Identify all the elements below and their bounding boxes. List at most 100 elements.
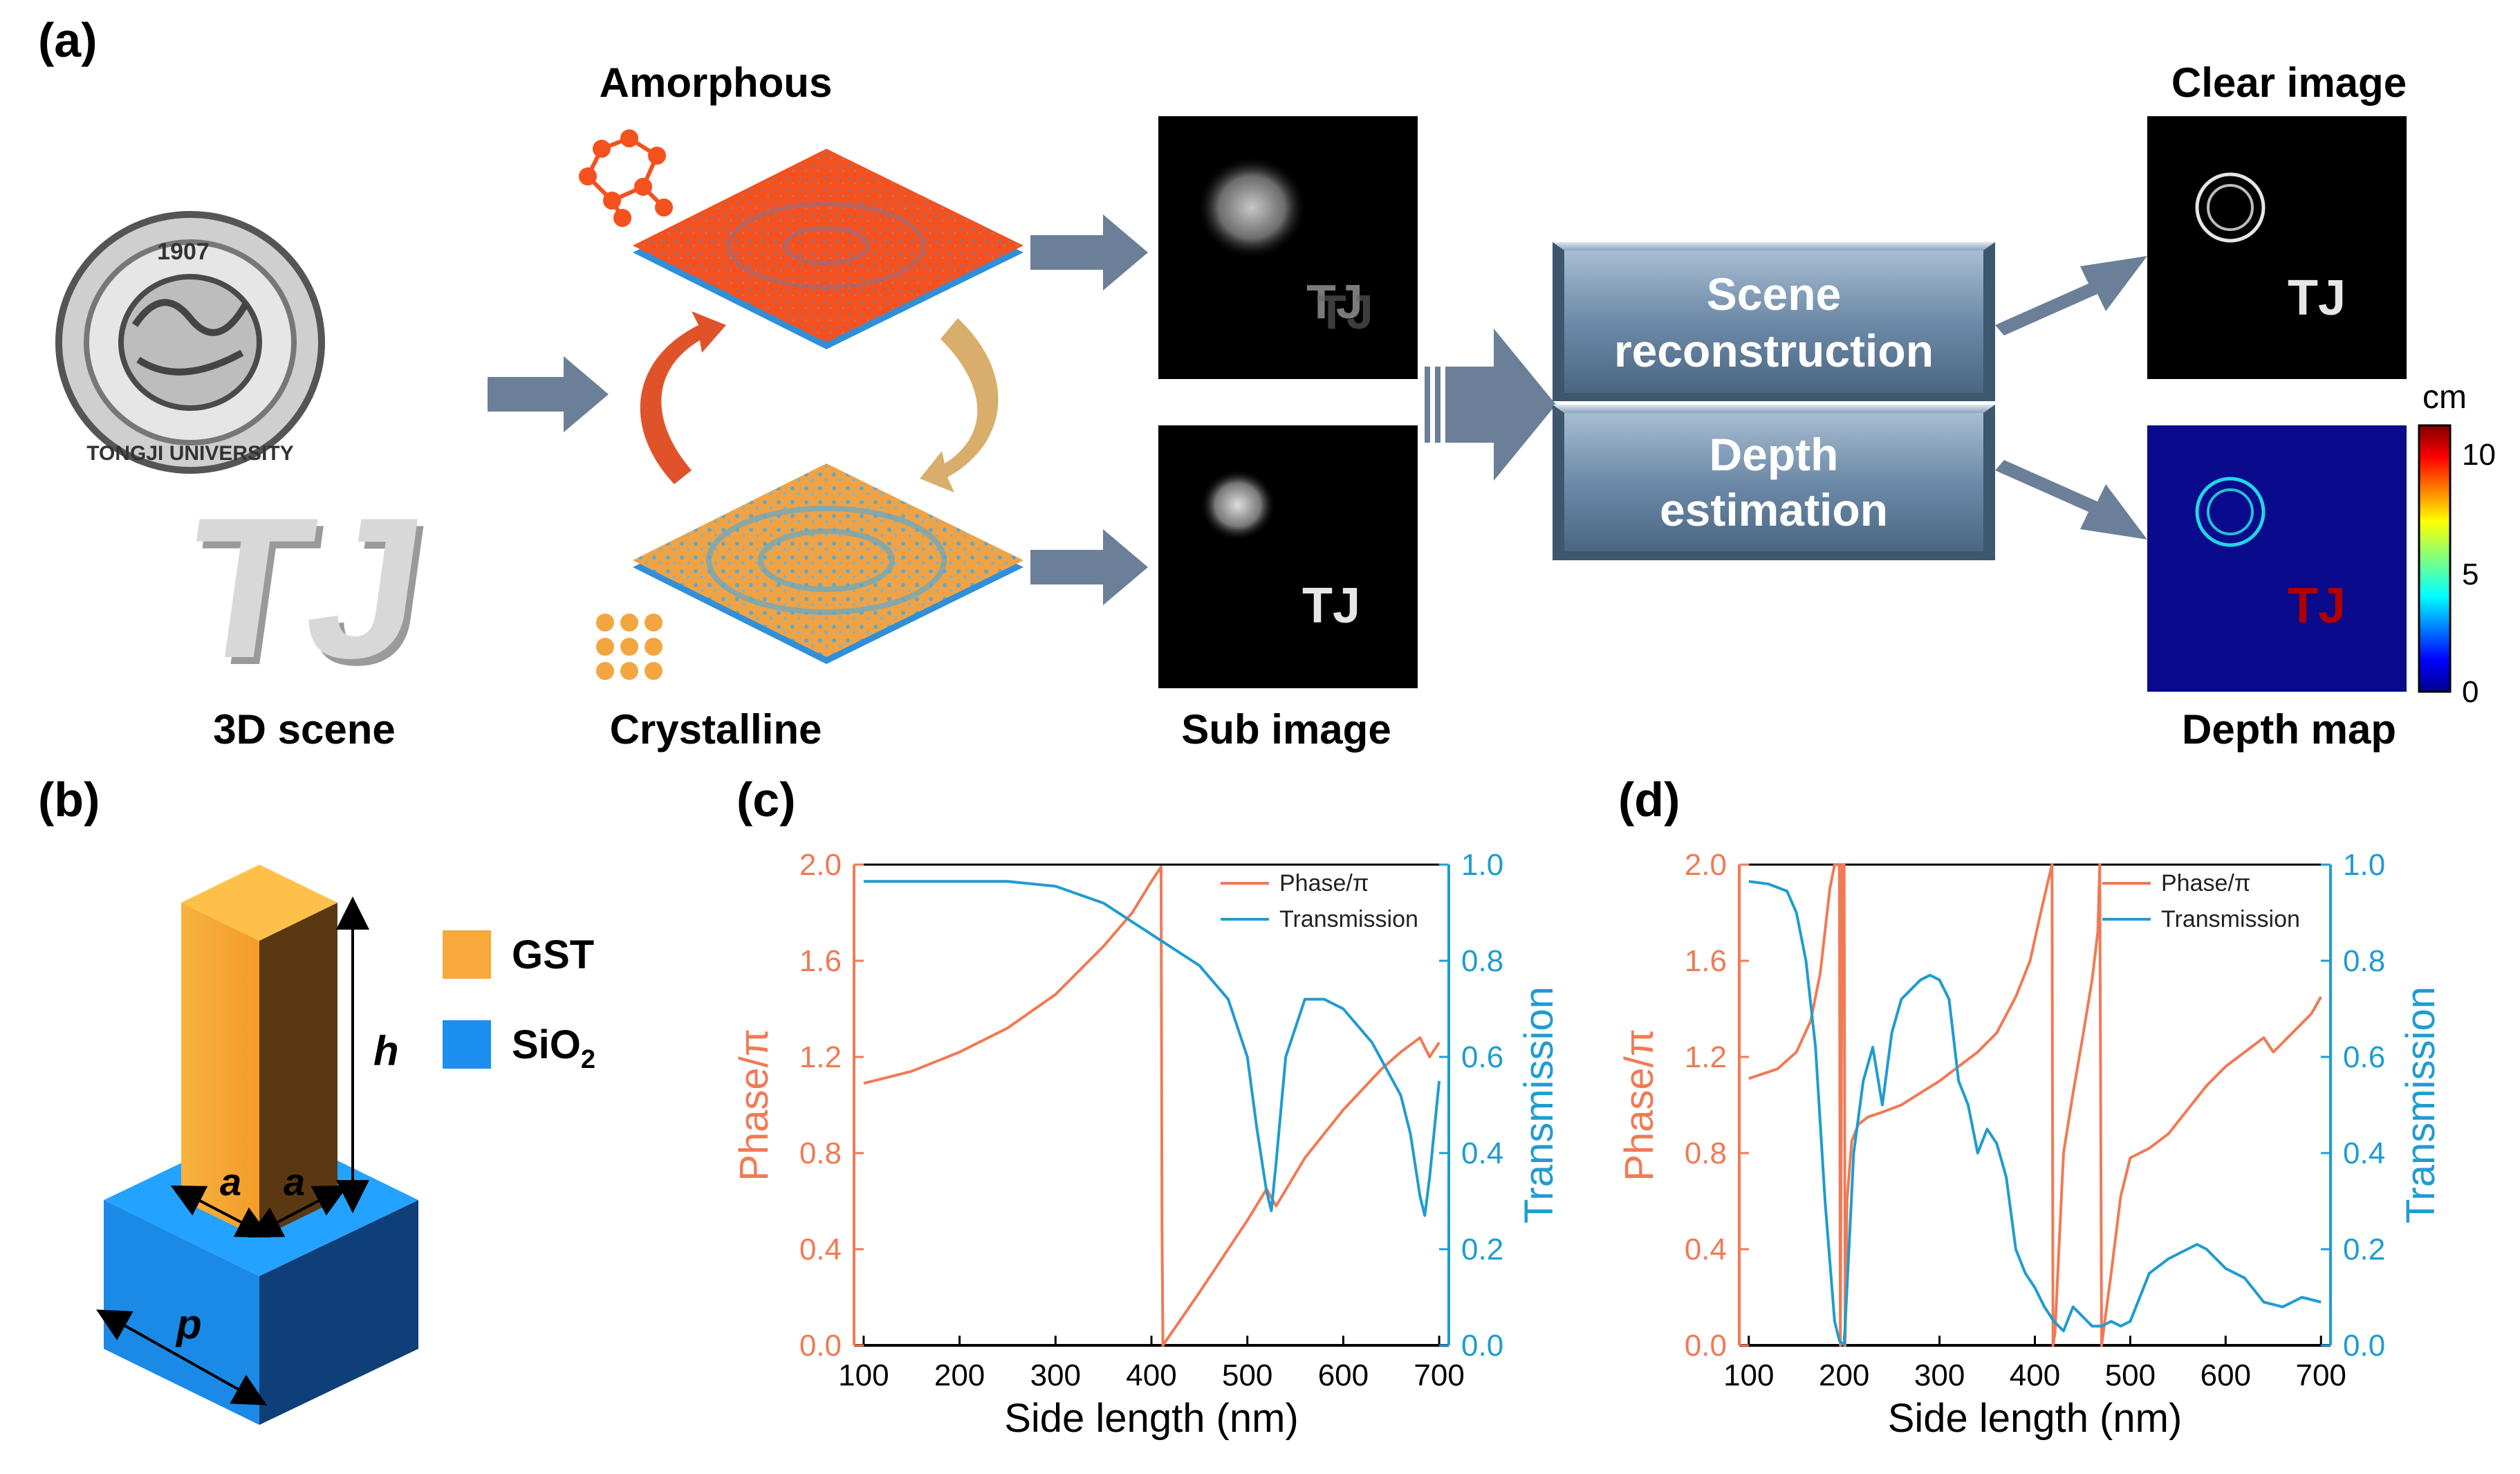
svg-text:TJ: TJ: [2288, 270, 2346, 326]
sub-image-label: Sub image: [1181, 706, 1391, 753]
y-left-tick-label: 0.0: [1685, 1329, 1727, 1363]
colorbar-unit: cm: [2422, 379, 2467, 416]
y-left-tick-label: 1.6: [1685, 944, 1727, 978]
svg-text:TJ: TJ: [1306, 275, 1363, 329]
colorbar-tick: 10: [2462, 438, 2496, 472]
arrow-right-icon: [1030, 214, 1148, 291]
scene-caption: 3D scene: [213, 706, 396, 753]
phase-series-line: [863, 865, 1440, 1347]
y-left-axis-title: Phase/π: [1617, 1029, 1662, 1181]
amorphous-metasurface: [633, 149, 1023, 349]
side-a-arrow: [248, 1185, 349, 1238]
y-left-tick-label: 0.8: [799, 1136, 842, 1170]
y-right-tick-label: 0.4: [2343, 1136, 2385, 1170]
x-tick-label: 700: [1414, 1358, 1464, 1392]
colorbar-tick: 5: [2462, 558, 2479, 591]
legend-entry: Phase/π: [2161, 870, 2250, 896]
y-right-tick-label: 1.0: [2343, 848, 2385, 882]
amorphous-label: Amorphous: [600, 59, 833, 106]
dim-h: h: [373, 1028, 399, 1074]
colorbar-tick: 0: [2462, 675, 2479, 709]
reconstruction-label-2: reconstruction: [1614, 325, 1934, 376]
y-right-tick-label: 0.6: [2343, 1040, 2385, 1074]
y-left-tick-label: 2.0: [799, 848, 842, 882]
svg-text:TJ: TJ: [178, 482, 443, 706]
y-left-tick-label: 1.2: [799, 1040, 842, 1074]
3d-tj-letters: TJ TJ: [172, 475, 444, 706]
depth-estimation-block: Depth estimation: [1553, 405, 1995, 560]
y-left-tick-label: 0.4: [799, 1233, 842, 1266]
x-tick-label: 400: [1126, 1358, 1176, 1392]
dim-p: p: [175, 1301, 202, 1347]
panel-b: (b) h a a p GST SiO2: [38, 773, 595, 1425]
y-right-tick-label: 0.8: [1461, 944, 1503, 978]
y-left-axis-title: Phase/π: [732, 1029, 777, 1181]
dim-a: a: [220, 1160, 241, 1204]
x-tick-label: 100: [1723, 1358, 1774, 1392]
legend-swatch-gst: [443, 930, 491, 979]
y-right-axis-title: Transmission: [1517, 986, 1562, 1224]
x-tick-label: 600: [2201, 1358, 2251, 1392]
legend-entry: Transmission: [1279, 906, 1418, 932]
arrow-down-right-icon: [1995, 460, 2147, 540]
x-tick-label: 500: [1222, 1358, 1272, 1392]
phase-series-line: [1748, 863, 2322, 1347]
reconstruction-label-1: Scene: [1707, 268, 1841, 320]
crystalline-metasurface: [633, 463, 1023, 664]
transmission-series-line: [863, 880, 1441, 1217]
merge-arrow-icon: [1425, 329, 1556, 481]
x-tick-label: 300: [1030, 1358, 1081, 1392]
depth-map-label: Depth map: [2182, 706, 2396, 753]
arrow-right-icon: [1030, 529, 1148, 605]
y-left-tick-label: 0.0: [799, 1329, 842, 1363]
y-right-tick-label: 0.2: [2343, 1233, 2385, 1266]
side-a-arrow: [170, 1185, 271, 1238]
clear-image-label: Clear image: [2171, 59, 2407, 106]
y-left-tick-label: 1.2: [1685, 1040, 1727, 1074]
university-seal-icon: 1907 TONGJI UNIVERSITY: [55, 211, 325, 474]
switch-arrow-up-icon: [640, 311, 726, 484]
seal-year: 1907: [157, 239, 210, 265]
amorphous-molecule-icon: [579, 129, 673, 227]
x-tick-label: 200: [934, 1358, 985, 1392]
arrow-right-icon: [488, 356, 609, 432]
y-left-tick-label: 1.6: [799, 944, 842, 978]
y-right-tick-label: 0.0: [1461, 1329, 1503, 1363]
switch-arrow-down-icon: [920, 318, 999, 492]
3d-scene-letters: TJ: [172, 475, 438, 699]
dim-a: a: [284, 1160, 305, 1204]
depth-label-1: Depth: [1710, 429, 1839, 480]
transmission-series-line: [1748, 880, 2322, 1347]
x-axis-title: Side length (nm): [1888, 1396, 2183, 1441]
depth-map: TJ: [2147, 425, 2407, 692]
clear-image: TJ: [2147, 116, 2407, 379]
crystalline-label: Crystalline: [610, 706, 822, 753]
legend-swatch-sio2: [443, 1020, 491, 1069]
y-right-tick-label: 1.0: [1461, 848, 1503, 882]
seal-text: TONGJI UNIVERSITY: [86, 442, 294, 465]
arrow-up-right-icon: [1995, 256, 2147, 335]
y-right-tick-label: 0.4: [1461, 1136, 1503, 1170]
legend-entry: Phase/π: [1279, 870, 1369, 896]
depth-label-2: estimation: [1660, 484, 1888, 535]
legend-entry: Transmission: [2161, 906, 2300, 932]
svg-text:TJ: TJ: [1317, 285, 1373, 339]
x-tick-label: 700: [2295, 1358, 2346, 1392]
scene-reconstruction-block: Scene reconstruction: [1553, 242, 1995, 401]
x-tick-label: 100: [838, 1358, 889, 1392]
y-left-tick-label: 0.4: [1685, 1233, 1727, 1266]
y-right-axis-title: Transmission: [2398, 986, 2443, 1224]
gst-pillar: [181, 865, 337, 1238]
x-tick-label: 400: [2010, 1358, 2060, 1392]
x-tick-label: 600: [1318, 1358, 1369, 1392]
panel-a-label: (a): [38, 13, 98, 67]
period-p-arrow: [96, 1309, 267, 1406]
depth-colorbar: cm 10 5 0: [2418, 379, 2496, 709]
panel-b-label: (b): [38, 773, 100, 827]
y-right-tick-label: 0.8: [2343, 944, 2385, 978]
y-right-tick-label: 0.2: [1461, 1233, 1503, 1266]
svg-text:TJ: TJ: [2288, 578, 2346, 634]
y-left-tick-label: 2.0: [1685, 848, 1727, 882]
svg-text:TJ: TJ: [1302, 578, 1360, 634]
